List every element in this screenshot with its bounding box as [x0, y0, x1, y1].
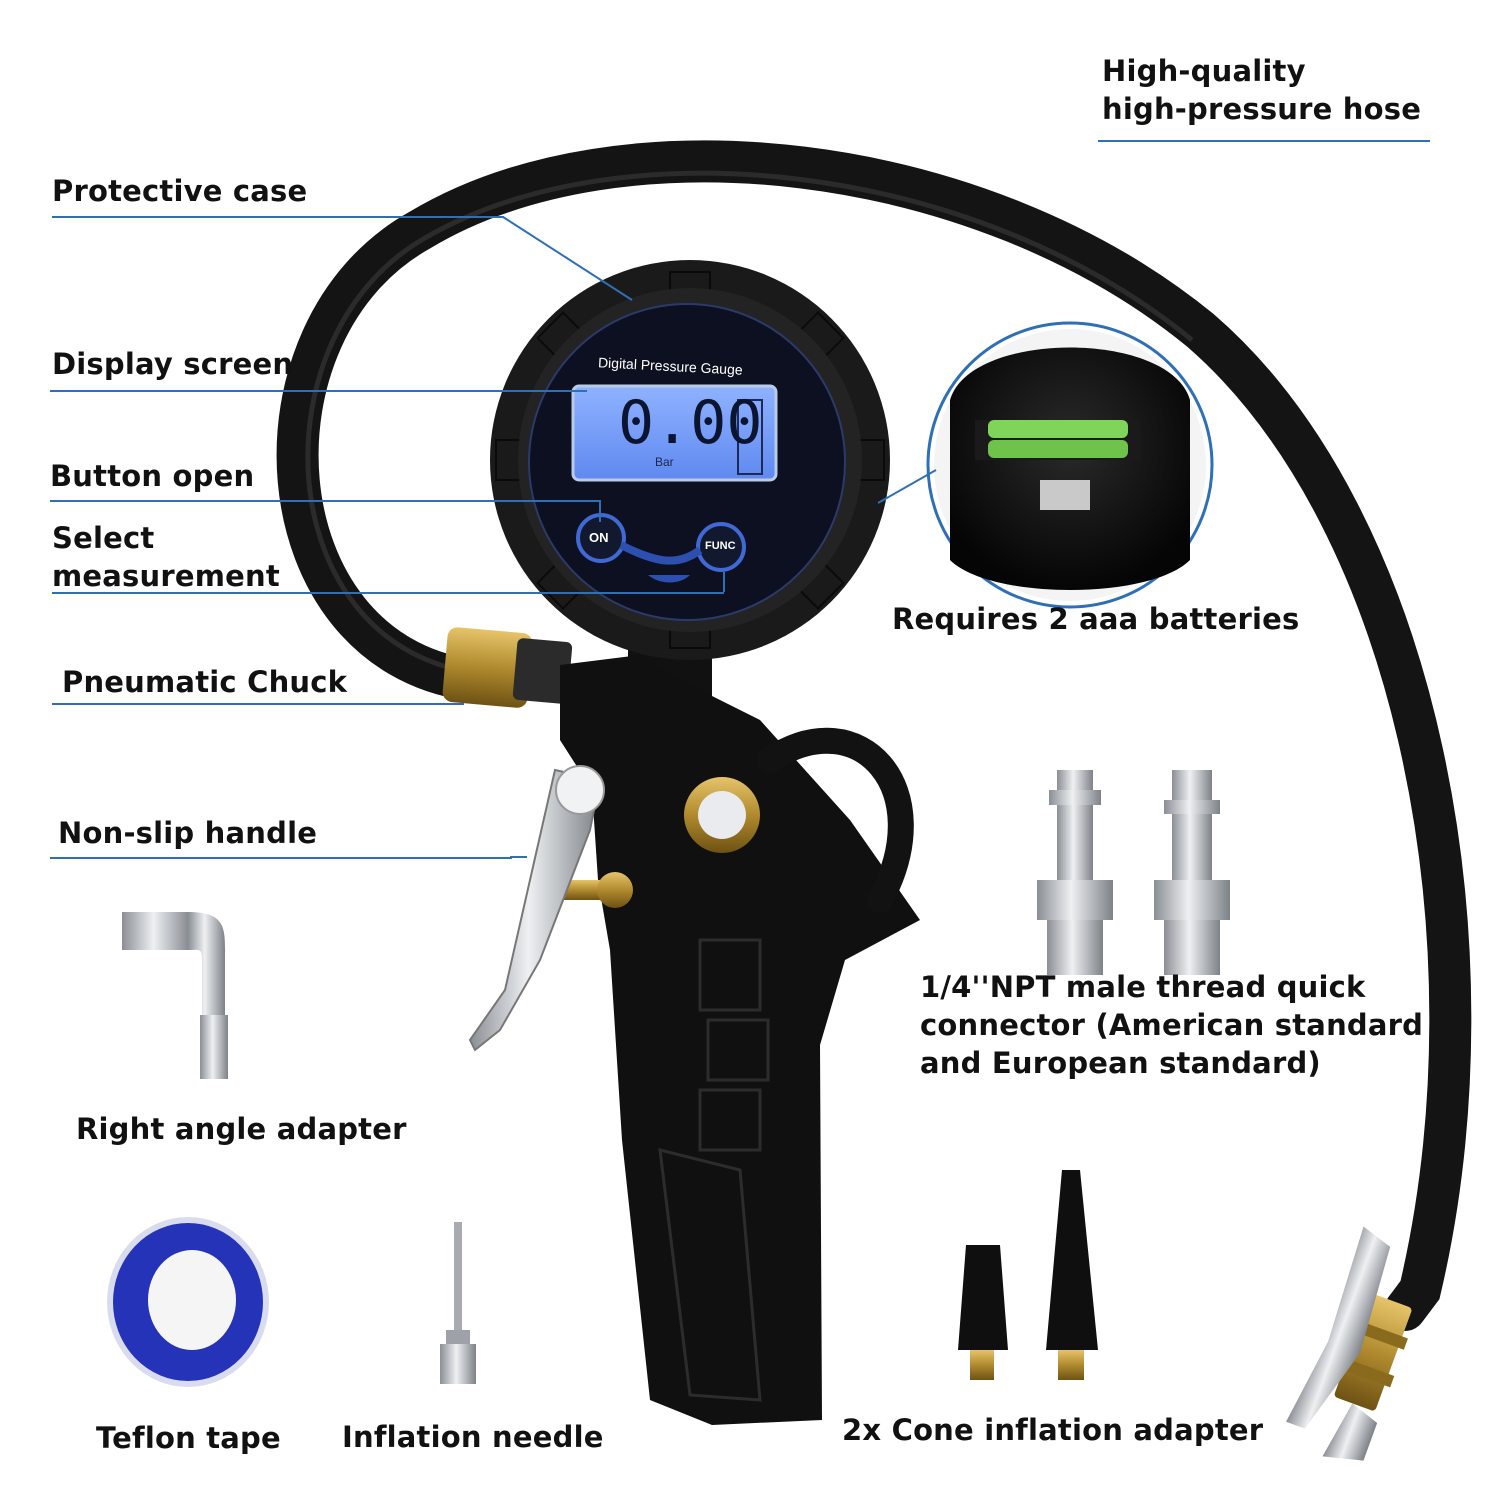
non-slip-handle-leader — [50, 857, 512, 859]
hose-label-line-1: High-quality — [1102, 54, 1306, 88]
non-slip-handle-label: Non-slip handle — [58, 816, 318, 850]
hose-label: High-quality high-pressure hose — [1102, 52, 1421, 128]
quick-connectors — [1037, 770, 1230, 975]
button-open-label: Button open — [50, 459, 255, 493]
right-angle-adapter — [122, 912, 228, 1079]
pneumatic-chuck-leader — [52, 703, 464, 705]
display-screen-label: Display screen — [52, 347, 294, 381]
protective-case-leader — [52, 216, 504, 218]
gauge-reading: 0.00 — [618, 388, 763, 458]
display-screen-leader — [50, 390, 586, 392]
connector-line-2: connector (American standard — [920, 1008, 1424, 1042]
battery-inset — [877, 321, 1214, 609]
select-measurement-leader — [52, 592, 724, 594]
select-measurement-line-2: measurement — [52, 559, 280, 593]
cone-adapters — [958, 1170, 1098, 1380]
inflation-needle — [440, 1222, 476, 1384]
func-button[interactable]: FUNC — [705, 540, 736, 552]
hose — [276, 140, 1472, 1331]
cone-label: 2x Cone inflation adapter — [842, 1413, 1264, 1447]
hose-label-line-2: high-pressure hose — [1102, 92, 1422, 126]
protective-case-label: Protective case — [52, 174, 308, 208]
button-open-leader — [50, 500, 600, 502]
connector-line-1: 1/4''NPT male thread quick — [920, 970, 1366, 1004]
leader-lines — [502, 216, 725, 858]
pneumatic-chuck-label: Pneumatic Chuck — [62, 665, 348, 699]
teflon-tape — [107, 1217, 269, 1387]
gun-body — [442, 627, 920, 1425]
gauge-unit: Bar — [655, 455, 674, 469]
needle-label: Inflation needle — [342, 1420, 604, 1454]
end-chuck — [1286, 1226, 1412, 1461]
right-angle-label: Right angle adapter — [76, 1112, 407, 1146]
connector-line-3: and European standard) — [920, 1046, 1321, 1080]
select-measurement-line-1: Select — [52, 521, 155, 555]
pressure-gauge — [490, 260, 890, 660]
batteries-label: Requires 2 aaa batteries — [892, 602, 1300, 636]
on-button[interactable]: ON — [589, 530, 609, 545]
select-measurement-label: Select measurement — [52, 519, 280, 595]
teflon-label: Teflon tape — [96, 1421, 281, 1455]
connector-label: 1/4''NPT male thread quick connector (Am… — [920, 968, 1423, 1082]
hose-leader — [1098, 140, 1430, 142]
